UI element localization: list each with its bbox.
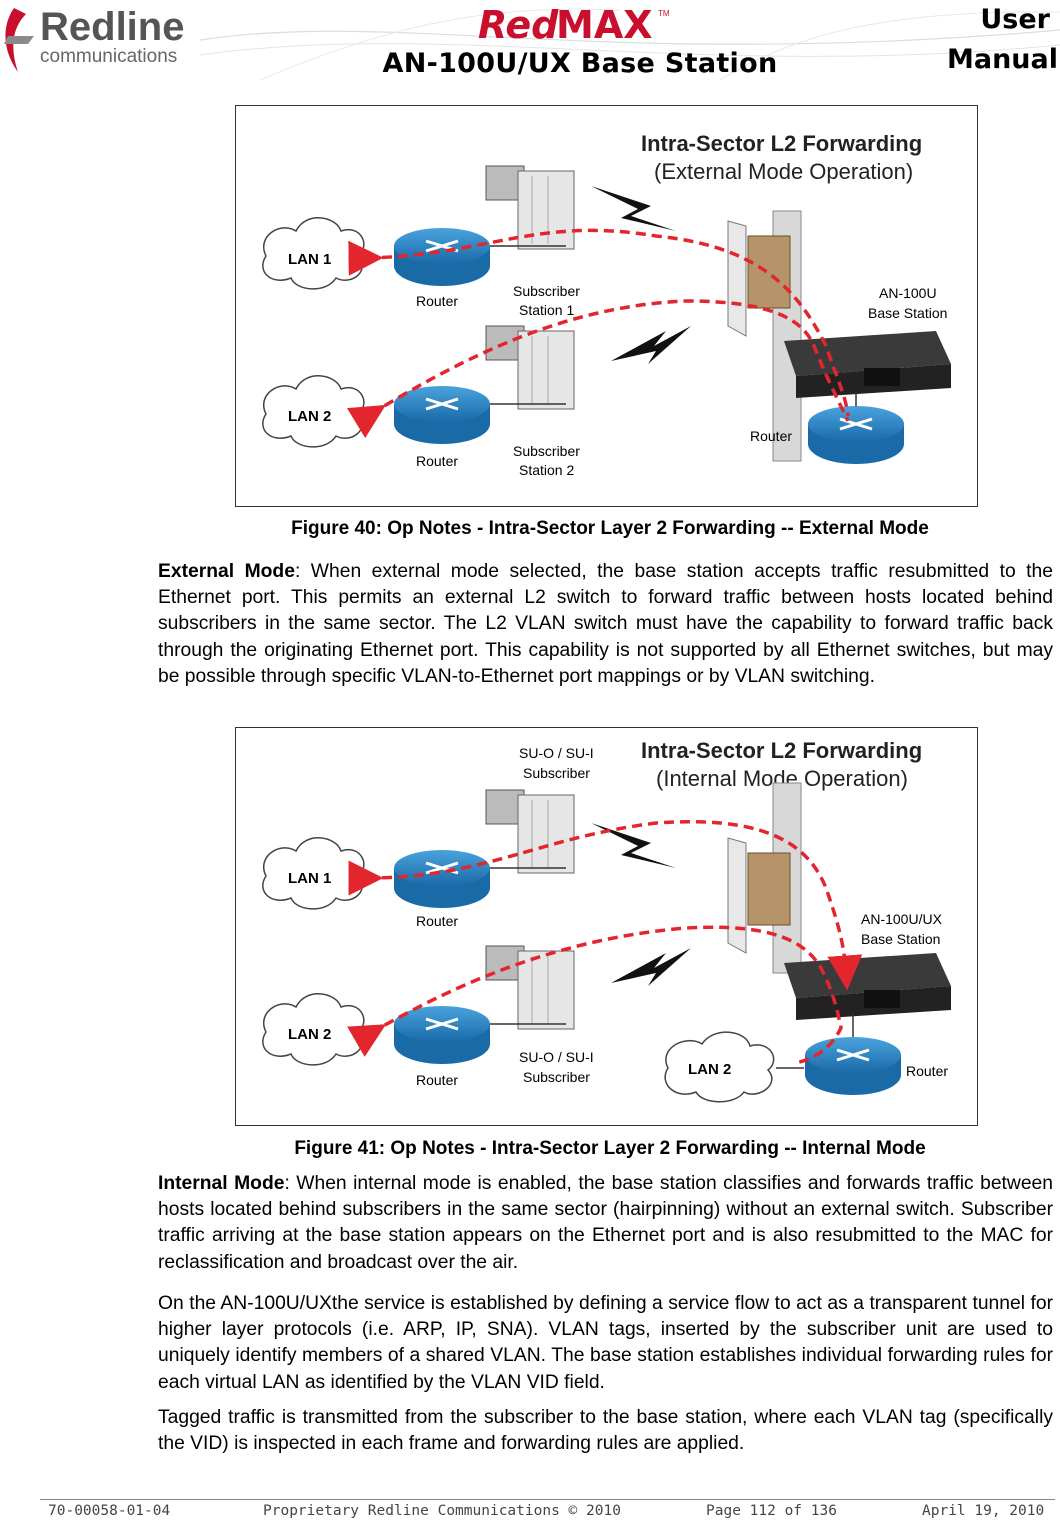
bs-label-line2: Base Station: [861, 931, 940, 947]
ss2-label-line1: Subscriber: [513, 443, 580, 459]
bs-label-line1: AN-100U/UX: [861, 911, 943, 927]
external-mode-text: : When external mode selected, the base …: [158, 561, 1053, 687]
su-top-label-line2: Subscriber: [523, 765, 590, 781]
footer-doc-number: 70-00058-01-04: [48, 1503, 171, 1519]
wireless-link-icon: [591, 823, 676, 868]
svg-text:MAX: MAX: [556, 3, 653, 46]
traffic-path-lan1: [348, 228, 850, 417]
service-flow-paragraph: On the AN-100U/UXthe service is establis…: [158, 1293, 1053, 1393]
an100uux-base-station-icon: AN-100U/UX Base Station: [784, 911, 951, 1020]
lan1-cloud-icon: LAN 1: [262, 837, 365, 910]
figure-title: Intra-Sector L2 Forwarding: [641, 738, 922, 763]
su-top-label-line1: SU-O / SU-I: [519, 745, 594, 761]
manual-label-line1: User: [980, 4, 1050, 35]
ss2-label-line2: Station 2: [519, 462, 574, 478]
internal-mode-paragraph: Internal Mode: When internal mode is ena…: [158, 1171, 1053, 1276]
lan2-cloud-icon: LAN 2: [262, 993, 365, 1066]
wireless-link-icon: [591, 186, 676, 231]
internal-mode-text: : When internal mode is enabled, the bas…: [158, 1173, 1054, 1273]
svg-text:Redline: Redline: [40, 5, 184, 49]
redline-logo: Redline communications: [0, 0, 205, 80]
router2-icon: Router: [394, 386, 490, 469]
bs-label-line2: Base Station: [868, 305, 947, 321]
su-bot-label-line1: SU-O / SU-I: [519, 1049, 594, 1065]
router1-icon: Router: [394, 850, 490, 929]
svg-text:TM: TM: [658, 9, 670, 18]
header-swoosh-decoration: [200, 8, 1060, 80]
wireless-link-icon: [611, 948, 691, 986]
lan2-cloud-icon: LAN 2: [262, 375, 365, 448]
base-station-router-icon: Router: [750, 406, 904, 464]
external-mode-paragraph: External Mode: When external mode select…: [158, 559, 1053, 690]
lan1-label: LAN 1: [288, 870, 331, 887]
external-mode-lead: External Mode: [158, 561, 295, 582]
bs-label-line1: AN-100U: [879, 285, 937, 301]
bs-lan2-label: LAN 2: [688, 1061, 731, 1078]
base-station-lan2-cloud-icon: LAN 2: [664, 1031, 775, 1103]
figure40-caption: Figure 40: Op Notes - Intra-Sector Layer…: [291, 518, 929, 539]
bs-router-label: Router: [906, 1063, 948, 1079]
base-station-antenna-icon: [727, 782, 802, 974]
footer-page-number: Page 112 of 136: [706, 1503, 837, 1519]
base-station-antenna-icon: [727, 210, 802, 462]
traffic-path-lan1: [348, 819, 863, 991]
figure41-caption: Figure 41: Op Notes - Intra-Sector Layer…: [294, 1138, 926, 1159]
footer-copyright: Proprietary Redline Communications © 201…: [263, 1503, 621, 1519]
lan1-label: LAN 1: [288, 251, 331, 268]
router1-label: Router: [416, 293, 458, 309]
internal-mode-lead: Internal Mode: [158, 1173, 285, 1194]
redline-swoosh-icon: Redline communications: [4, 5, 184, 72]
router2-icon: Router: [394, 1006, 490, 1088]
figure-external-mode-diagram: Intra-Sector L2 Forwarding (External Mod…: [235, 105, 978, 507]
subscriber-station2-icon: Subscriber Station 2: [485, 325, 580, 478]
ss1-label-line2: Station 1: [519, 302, 574, 318]
subscriber-top-icon: [485, 789, 575, 874]
document-title: AN-100U/UX Base Station: [382, 48, 778, 79]
subscriber-bottom-icon: [485, 945, 575, 1030]
router1-icon: Router: [394, 228, 490, 309]
wireless-link-icon: [611, 326, 691, 364]
lan1-cloud-icon: LAN 1: [262, 217, 365, 290]
router2-label: Router: [416, 1072, 458, 1088]
router1-label: Router: [416, 913, 458, 929]
footer-date: April 19, 2010: [922, 1503, 1045, 1519]
an100u-base-station-icon: AN-100U Base Station: [784, 285, 951, 398]
router2-label: Router: [416, 453, 458, 469]
svg-text:communications: communications: [40, 46, 177, 67]
manual-label-line2: Manual: [946, 44, 1058, 75]
svg-text:Red: Red: [478, 3, 559, 46]
redmax-brand-logo: Red MAX TM: [478, 2, 678, 47]
traffic-path-lan2: [347, 925, 843, 1065]
figure-subtitle: (External Mode Operation): [654, 159, 913, 184]
ss1-label-line1: Subscriber: [513, 283, 580, 299]
figure-internal-mode-diagram: Intra-Sector L2 Forwarding (Internal Mod…: [235, 727, 978, 1126]
traffic-path-lan2: [346, 299, 850, 439]
lan2-label: LAN 2: [288, 1026, 331, 1043]
su-bot-label-line2: Subscriber: [523, 1069, 590, 1085]
bs-router-label: Router: [750, 428, 792, 444]
tagged-traffic-paragraph: Tagged traffic is transmitted from the s…: [158, 1407, 1053, 1455]
footer-divider: [40, 1499, 1055, 1500]
lan2-label: LAN 2: [288, 408, 331, 425]
figure-title: Intra-Sector L2 Forwarding: [641, 131, 922, 156]
